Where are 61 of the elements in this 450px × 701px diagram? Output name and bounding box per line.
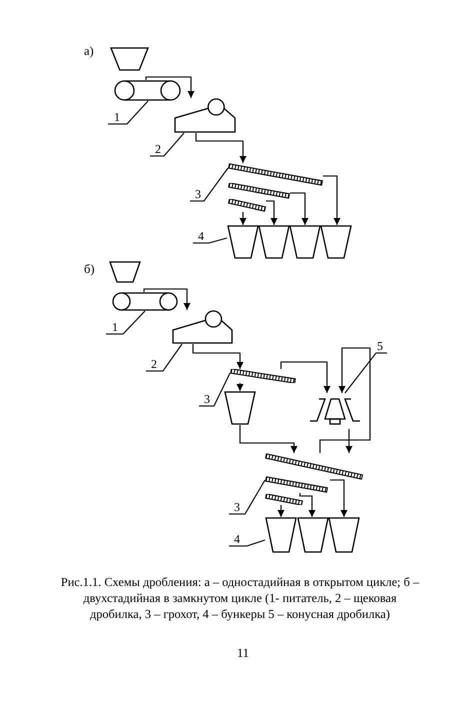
screen-drawing xyxy=(230,369,296,383)
callout-number: 5 xyxy=(373,339,387,353)
hopper-drawing xyxy=(109,261,141,283)
hopper-drawing xyxy=(110,47,149,71)
callout-number: 1 xyxy=(106,320,124,334)
callout-number: 2 xyxy=(146,357,162,371)
hopper-drawing xyxy=(296,517,328,553)
jaw-crusher-drawing xyxy=(172,310,233,344)
flow-arrow xyxy=(299,493,316,517)
screen-drawing xyxy=(265,494,303,505)
hopper-drawing xyxy=(258,225,290,259)
hopper-drawing xyxy=(289,225,321,259)
leader-line xyxy=(199,372,230,407)
leader-line xyxy=(190,168,228,202)
leader-line xyxy=(106,310,146,335)
panel-label: а) xyxy=(84,44,94,59)
figure-caption: Рис.1.1. Схемы дробления: а – одностадийная в открытом цикле; б – двухстадийная в замкнутом цикле (1- питатель, 2 – щековая дробилка, 3 – грохот, 4 – бункеры 5 – конусная дробилка) xyxy=(60,574,420,622)
flow-arrow xyxy=(266,200,278,225)
flow-arrow xyxy=(236,383,244,391)
callout-number: 3 xyxy=(190,187,206,201)
flow-arrow xyxy=(240,212,246,225)
flow-arrow xyxy=(278,505,284,517)
flow-arrow xyxy=(145,76,194,98)
leader-line xyxy=(344,352,387,394)
flow-arrow xyxy=(192,344,244,369)
callout-number: 3 xyxy=(199,392,215,406)
leader-line xyxy=(229,480,266,515)
flow-arrow xyxy=(195,133,246,163)
flow-arrow xyxy=(239,425,298,453)
screen-drawing xyxy=(265,453,363,480)
jaw-crusher-drawing xyxy=(174,98,236,133)
screen-drawing xyxy=(228,199,266,212)
flow-arrow xyxy=(290,192,308,225)
flow-arrow xyxy=(319,347,371,453)
leader-line xyxy=(108,100,148,125)
callout-number: 1 xyxy=(108,110,126,124)
flow-arrow xyxy=(323,175,340,225)
flow-arrow xyxy=(280,361,330,393)
leader-line xyxy=(229,539,266,547)
callout-number: 3 xyxy=(229,500,245,514)
flow-arrow xyxy=(330,479,348,517)
hopper-drawing xyxy=(265,517,297,553)
flow-arrow xyxy=(143,288,190,310)
leader-line xyxy=(146,344,182,372)
callout-number: 2 xyxy=(150,142,166,156)
conveyor-drawing xyxy=(114,80,181,101)
callout-number: 4 xyxy=(229,532,245,546)
hopper-drawing xyxy=(328,517,360,553)
panel-label: б) xyxy=(84,262,95,277)
screen-drawing xyxy=(265,476,328,493)
screen-drawing xyxy=(228,163,323,187)
page-number: 11 xyxy=(237,646,250,661)
leader-line xyxy=(193,237,228,244)
hopper-drawing xyxy=(227,225,259,259)
flow-arrow xyxy=(346,429,352,453)
callout-number: 4 xyxy=(193,229,209,243)
hopper-drawing xyxy=(320,225,352,259)
leader-line xyxy=(150,132,184,157)
conveyor-drawing xyxy=(112,292,178,311)
hopper-drawing xyxy=(224,391,256,425)
screen-drawing xyxy=(228,183,290,199)
